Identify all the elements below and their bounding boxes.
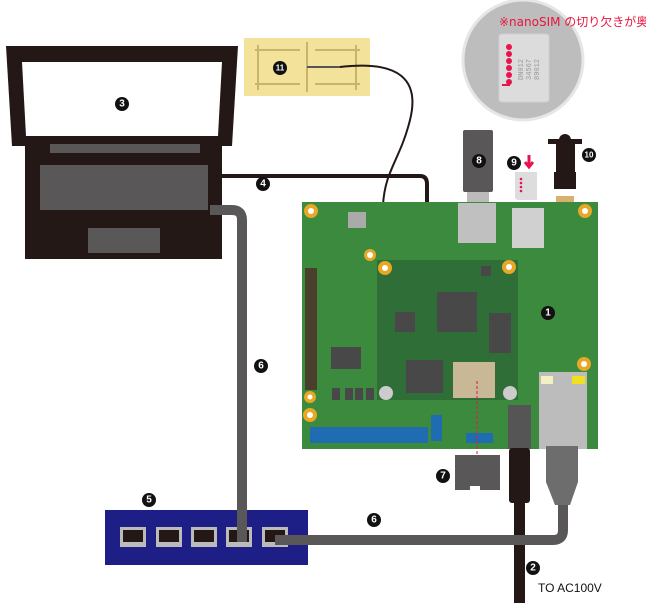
lan-cable-laptop — [210, 205, 247, 545]
sim-text-2: 34567 — [526, 59, 534, 80]
svg-text:6: 6 — [258, 361, 264, 372]
terminal-block — [310, 427, 428, 443]
svg-text:2: 2 — [530, 563, 536, 574]
sim-slot — [512, 208, 544, 248]
antenna-module — [244, 38, 370, 96]
badge-antenna: 10 — [582, 148, 596, 162]
badge-lan-cable-a: 6 — [254, 359, 268, 373]
usb-stick — [463, 130, 493, 207]
power-jack — [508, 405, 531, 449]
sim-text-1: DN012 — [518, 59, 526, 80]
badge-lan-cable-b: 6 — [367, 513, 381, 527]
svg-text:4: 4 — [260, 179, 266, 190]
badge-power-cable: 2 — [526, 561, 540, 575]
badge-laptop: 3 — [115, 97, 129, 111]
reset-button — [348, 212, 366, 228]
laptop — [6, 46, 238, 259]
power-label: TO AC100V — [538, 581, 602, 595]
svg-text:1: 1 — [545, 308, 551, 319]
svg-text:8: 8 — [476, 156, 482, 167]
usb-port — [458, 203, 496, 243]
lan-plug — [546, 446, 578, 505]
svg-text:7: 7 — [440, 471, 446, 482]
lan-port — [539, 372, 587, 449]
svg-text:11: 11 — [276, 64, 285, 73]
svg-text:9: 9 — [511, 158, 517, 169]
nanosim-orientation-inset: DN012 34567 89012 — [461, 0, 585, 122]
svg-text:5: 5 — [146, 495, 152, 506]
badge-antenna-module: 11 — [273, 61, 287, 75]
svg-text:3: 3 — [119, 99, 125, 110]
serial-cable — [218, 174, 429, 225]
svg-text:6: 6 — [371, 515, 377, 526]
main-board — [302, 202, 598, 470]
badge-sim: 9 — [507, 156, 521, 170]
sim-text-3: 89012 — [534, 59, 542, 80]
power-cable — [509, 448, 530, 603]
badge-board: 1 — [541, 306, 555, 320]
nanosim-card — [515, 155, 537, 200]
badge-switch: 5 — [142, 493, 156, 507]
badge-serial-cable: 4 — [256, 177, 270, 191]
svg-text:10: 10 — [585, 151, 594, 160]
badge-microsd: 7 — [436, 469, 450, 483]
badge-usb-stick: 8 — [472, 154, 486, 168]
nanosim-note: ※nanoSIM の切り欠きが奥 — [499, 14, 646, 29]
microsd-slot — [453, 362, 495, 398]
lan-cable-board — [275, 505, 568, 545]
insert-arrow-icon — [523, 155, 535, 170]
microsd-card — [455, 455, 500, 490]
